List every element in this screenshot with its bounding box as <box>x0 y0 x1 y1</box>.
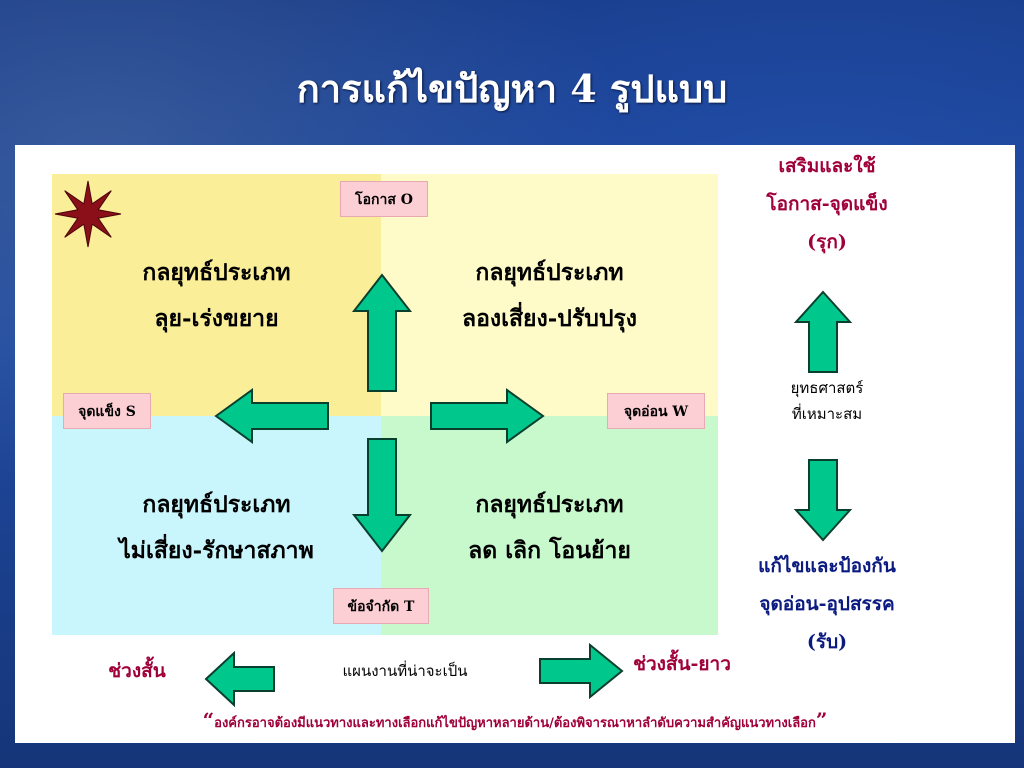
arrow-up-icon <box>793 290 853 373</box>
arrow-right-icon <box>430 388 545 444</box>
close-quote-mark: ” <box>815 708 828 732</box>
footer-quote: “องค์กรอาจต้องมีแนวทางและทางเลือกแก้ไขปั… <box>15 708 1015 733</box>
bottom-center-label: แผนงานที่น่าจะเป็น <box>342 662 468 680</box>
opportunity-tag: โอกาส O <box>340 181 428 217</box>
quadrant-bottom-right-text: กลยุทธ์ประเภท ลด เลิก โอนย้าย <box>381 482 718 574</box>
quadrant-bottom-right <box>381 416 718 635</box>
quadrant-top-left-line2: ลุย-เร่งขยาย <box>154 305 279 332</box>
arrow-down-icon <box>351 438 413 553</box>
quadrant-top-left-line1: กลยุทธ์ประเภท <box>142 259 291 286</box>
right-bottom-line1: แก้ไขและป้องกัน <box>758 555 896 577</box>
bottom-right-label: ช่วงสั้น-ยาว <box>633 653 731 675</box>
weakness-tag: จุดอ่อน W <box>607 393 705 429</box>
strength-tag: จุดแข็ง S <box>63 393 151 429</box>
arrow-up-icon <box>351 273 413 392</box>
right-panel-top: เสริมและใช้ โอกาส-จุดแข็ง (รุก) <box>732 147 922 261</box>
arrow-left-icon <box>204 650 275 708</box>
footer-quote-text: องค์กรอาจต้องมีแนวทางและทางเลือกแก้ไขปัญ… <box>214 716 816 731</box>
quadrant-bottom-left-line1: กลยุทธ์ประเภท <box>142 491 291 518</box>
right-bottom-line3: (รับ) <box>806 631 848 653</box>
right-top-line3: (รุก) <box>807 231 847 253</box>
right-panel-middle: ยุทธศาสตร์ ที่เหมาะสม <box>732 375 922 427</box>
right-middle-line2: ที่เหมาะสม <box>791 405 863 423</box>
quadrant-top-right-line2: ลองเสี่ยง-ปรับปรุง <box>461 305 638 332</box>
quadrant-bottom-left-line2: ไม่เสี่ยง-รักษาสภาพ <box>119 537 314 564</box>
right-top-line1: เสริมและใช้ <box>778 155 876 177</box>
quadrant-bottom-left <box>52 416 381 635</box>
right-bottom-line2: จุดอ่อน-อุปสรรค <box>759 593 895 615</box>
quadrant-bottom-left-text: กลยุทธ์ประเภท ไม่เสี่ยง-รักษาสภาพ <box>52 482 381 574</box>
open-quote-mark: “ <box>202 708 215 732</box>
quadrant-top-right <box>381 174 718 416</box>
quadrant-bottom-right-line2: ลด เลิก โอนย้าย <box>468 537 631 564</box>
right-middle-line1: ยุทธศาสตร์ <box>790 379 864 397</box>
right-panel-bottom: แก้ไขและป้องกัน จุดอ่อน-อุปสรรค (รับ) <box>732 547 922 661</box>
arrow-right-icon <box>539 642 624 700</box>
quadrant-top-right-text: กลยุทธ์ประเภท ลองเสี่ยง-ปรับปรุง <box>381 250 718 342</box>
threat-tag: ข้อจำกัด T <box>333 588 429 624</box>
arrow-down-icon <box>793 459 853 542</box>
star-burst-icon <box>54 180 122 248</box>
quadrant-top-right-line1: กลยุทธ์ประเภท <box>475 259 624 286</box>
right-top-line2: โอกาส-จุดแข็ง <box>766 193 888 215</box>
quadrant-bottom-right-line1: กลยุทธ์ประเภท <box>475 491 624 518</box>
bottom-left-label: ช่วงสั้น <box>108 660 166 682</box>
arrow-left-icon <box>214 388 329 444</box>
page-title: การแก้ไขปัญหา 4 รูปแบบ <box>296 66 728 111</box>
quadrant-top-left-text: กลยุทธ์ประเภท ลุย-เร่งขยาย <box>52 250 381 342</box>
